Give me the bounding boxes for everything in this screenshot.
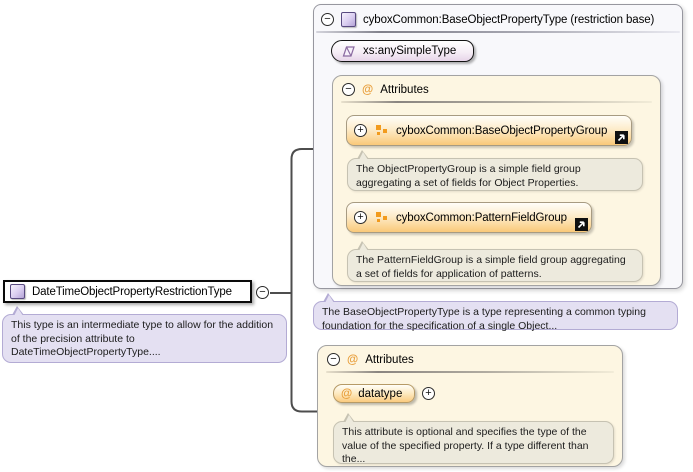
header-divider — [341, 101, 652, 103]
any-simple-type-node[interactable]: xs:anySimpleType — [331, 40, 474, 62]
attributes-header: @ Attributes — [333, 76, 660, 96]
datatype-attribute-node[interactable]: @ datatype — [333, 384, 415, 403]
type-description-callout: This type is an intermediate type to all… — [2, 306, 287, 363]
attributes-label: Attributes — [365, 353, 414, 366]
base-type-description-callout: The BaseObjectPropertyType is a type rep… — [313, 293, 678, 332]
collapse-toggle-icon[interactable] — [321, 13, 334, 26]
attribute-at-icon: @ — [347, 353, 359, 366]
attribute-at-icon: @ — [341, 387, 353, 400]
pattern-field-group-node[interactable]: cyboxCommon:PatternFieldGroup — [346, 202, 592, 233]
complex-type-icon — [10, 284, 25, 299]
expand-toggle-icon[interactable] — [354, 211, 367, 224]
goto-definition-icon[interactable] — [575, 218, 588, 231]
group-description-text: The PatternFieldGroup is a simple field … — [356, 254, 626, 280]
group-name-label: cyboxCommon:BaseObjectPropertyGroup — [396, 124, 608, 137]
base-type-title: cyboxCommon:BaseObjectPropertyType (rest… — [363, 13, 655, 26]
base-object-property-group-node[interactable]: cyboxCommon:BaseObjectPropertyGroup — [346, 115, 632, 146]
group-description-callout: The PatternFieldGroup is a simple field … — [347, 241, 643, 282]
expand-toggle-icon[interactable] — [354, 124, 367, 137]
attribute-description-callout: This attribute is optional and specifies… — [333, 413, 614, 466]
restriction-attributes-section: @ Attributes @ datatype This attribute i… — [317, 345, 623, 467]
goto-definition-icon[interactable] — [615, 131, 628, 144]
attributes-label: Attributes — [380, 83, 429, 96]
simple-type-icon — [342, 45, 355, 57]
attribute-group-icon — [376, 212, 387, 222]
group-description-text: The ObjectPropertyGroup is a simple fiel… — [356, 163, 581, 189]
type-description-text: This type is an intermediate type to all… — [11, 319, 274, 359]
attribute-at-icon: @ — [362, 83, 374, 96]
complex-type-icon — [341, 12, 356, 27]
base-object-property-type-panel: cyboxCommon:BaseObjectPropertyType (rest… — [313, 4, 683, 289]
group-description-callout: The ObjectPropertyGroup is a simple fiel… — [347, 150, 643, 191]
datetime-restriction-type-node[interactable]: DateTimeObjectPropertyRestrictionType — [3, 280, 252, 303]
base-type-header: cyboxCommon:BaseObjectPropertyType (rest… — [314, 5, 682, 27]
type-name-label: DateTimeObjectPropertyRestrictionType — [32, 285, 232, 298]
collapse-toggle-icon[interactable] — [327, 353, 340, 366]
simple-type-label: xs:anySimpleType — [363, 45, 457, 57]
attributes-header: @ Attributes — [318, 346, 622, 366]
attributes-section: @ Attributes cyboxCommon:BaseObjectPrope… — [332, 75, 661, 286]
expand-toggle-icon[interactable] — [422, 387, 435, 400]
base-type-description-text: The BaseObjectPropertyType is a type rep… — [322, 306, 646, 332]
collapse-toggle-icon[interactable] — [256, 286, 269, 299]
attribute-group-icon — [376, 125, 387, 135]
group-name-label: cyboxCommon:PatternFieldGroup — [396, 211, 567, 224]
header-divider — [326, 371, 614, 373]
collapse-toggle-icon[interactable] — [342, 83, 355, 96]
attribute-description-text: This attribute is optional and specifies… — [342, 426, 589, 466]
header-divider — [316, 31, 680, 33]
attribute-name-label: datatype — [358, 387, 403, 400]
